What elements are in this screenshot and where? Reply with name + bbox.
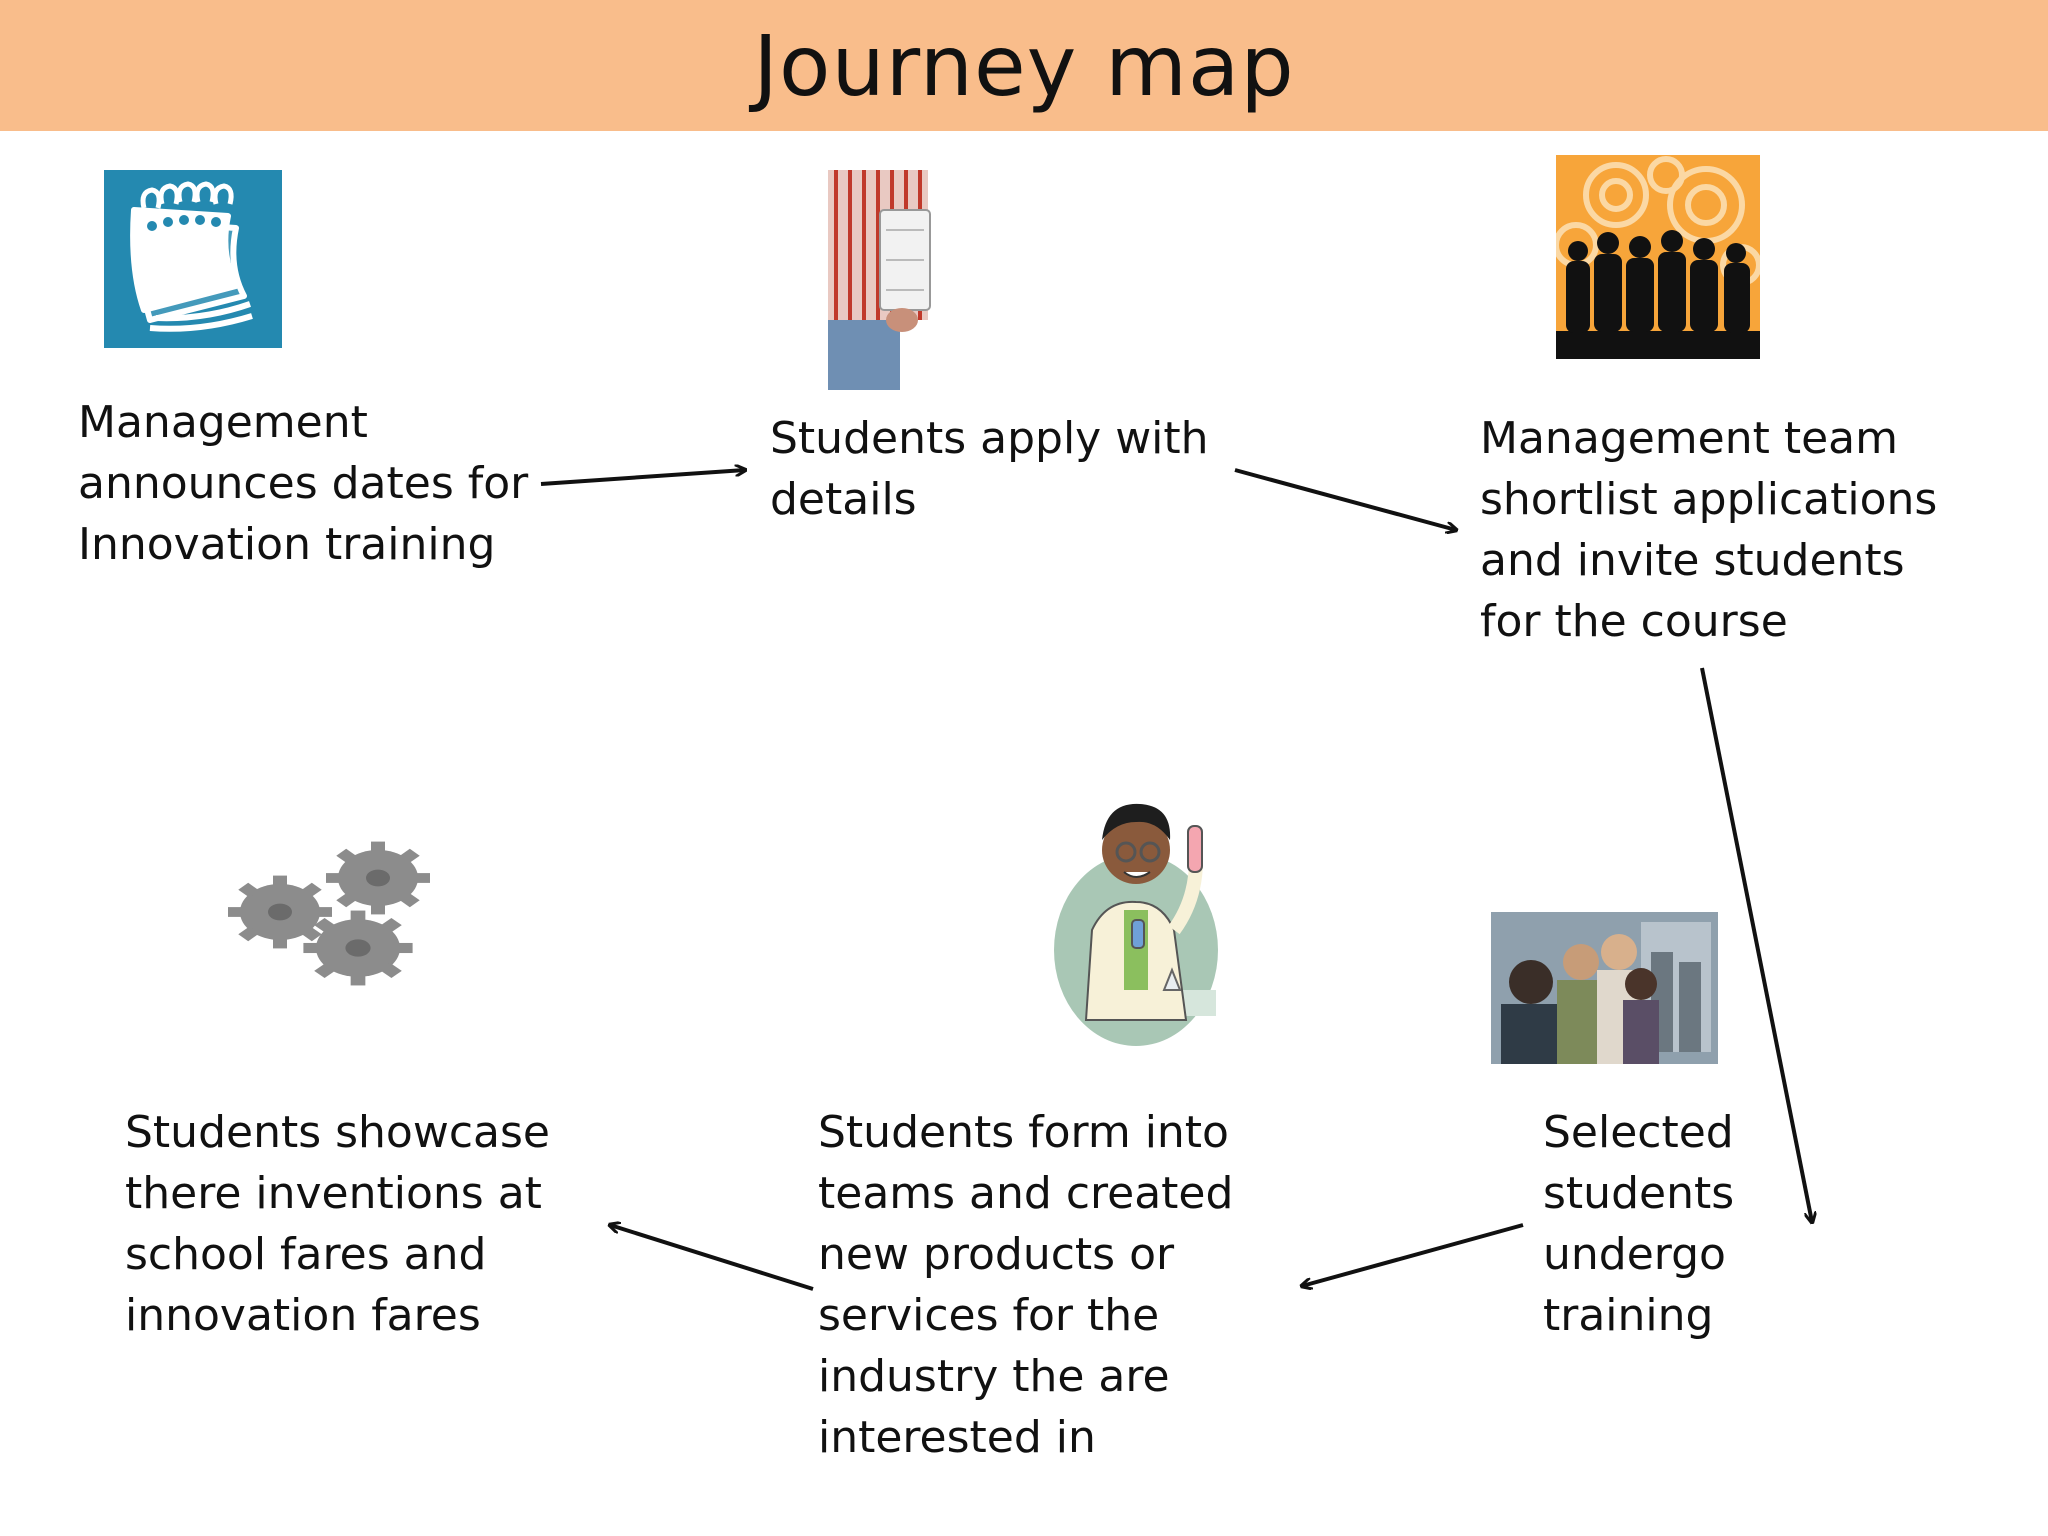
student-with-books-picture (828, 170, 978, 390)
computer-lab-picture (1491, 912, 1718, 1064)
page-title: Journey map (753, 16, 1295, 115)
step-5-text: Students form into teams and created new… (818, 1107, 1234, 1463)
step-1-text: Management announces dates for Innovatio… (78, 397, 529, 570)
step-2-text: Students apply with details (770, 413, 1209, 525)
arrow-step2-to-step3 (1234, 468, 1456, 530)
gears-icon (218, 830, 478, 1010)
arrow-step1-to-step2 (540, 470, 745, 486)
step-6-text: Students showcase there inventions at sc… (125, 1107, 550, 1341)
scientist-picture (1036, 790, 1236, 1050)
step-4-text: Selected students undergo training (1543, 1107, 1735, 1341)
title-bar: Journey map (0, 0, 2048, 131)
calendar-icon (104, 170, 282, 348)
step-3-text: Management team shortlist applications a… (1480, 413, 1938, 647)
group-silhouette-picture (1556, 155, 1760, 359)
arrow-step4-to-step5 (1302, 1223, 1524, 1286)
arrow-step5-to-step6 (610, 1225, 814, 1291)
